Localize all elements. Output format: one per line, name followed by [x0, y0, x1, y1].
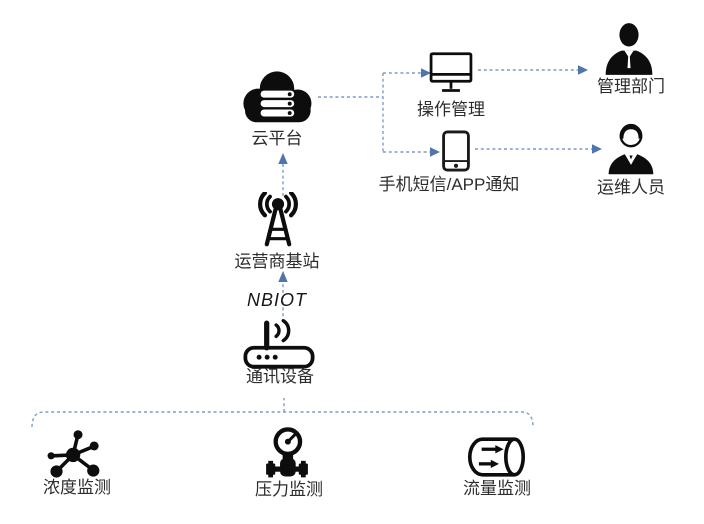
- pressure-label: 压力监测: [255, 480, 323, 499]
- pressure-gauge-icon: [262, 426, 312, 480]
- arrowhead-maintenance: [592, 144, 602, 154]
- management-label: 管理部门: [597, 77, 665, 96]
- concentration-label: 浓度监测: [43, 478, 111, 497]
- flow-meter-icon: [467, 436, 531, 478]
- notification-label: 手机短信/APP通知: [378, 175, 520, 194]
- arrowhead-basestation: [278, 271, 288, 282]
- arrowhead-notification: [430, 147, 440, 157]
- operation-label: 操作管理: [417, 100, 485, 119]
- arrowhead-cloud: [278, 153, 288, 164]
- monitor-icon: [429, 51, 473, 95]
- flow-label: 流量监测: [463, 479, 531, 498]
- cloud-server-icon: [236, 66, 318, 126]
- sensors-brace: [31, 411, 534, 428]
- ops-person-icon: [606, 119, 656, 176]
- basestation-label: 运营商基站: [234, 252, 320, 271]
- maintenance-label: 运维人员: [597, 178, 665, 197]
- smartphone-icon: [441, 130, 471, 172]
- cloud-label: 云平台: [251, 129, 303, 148]
- arrowhead-management: [578, 65, 588, 75]
- molecule-icon: [46, 428, 102, 480]
- antenna-tower-icon: [244, 192, 312, 248]
- manager-person-icon: [604, 22, 654, 76]
- nbiot-link-label: NBIOT: [246, 290, 308, 310]
- wireless-router-icon: [243, 316, 315, 370]
- device-label: 通讯设备: [246, 367, 314, 386]
